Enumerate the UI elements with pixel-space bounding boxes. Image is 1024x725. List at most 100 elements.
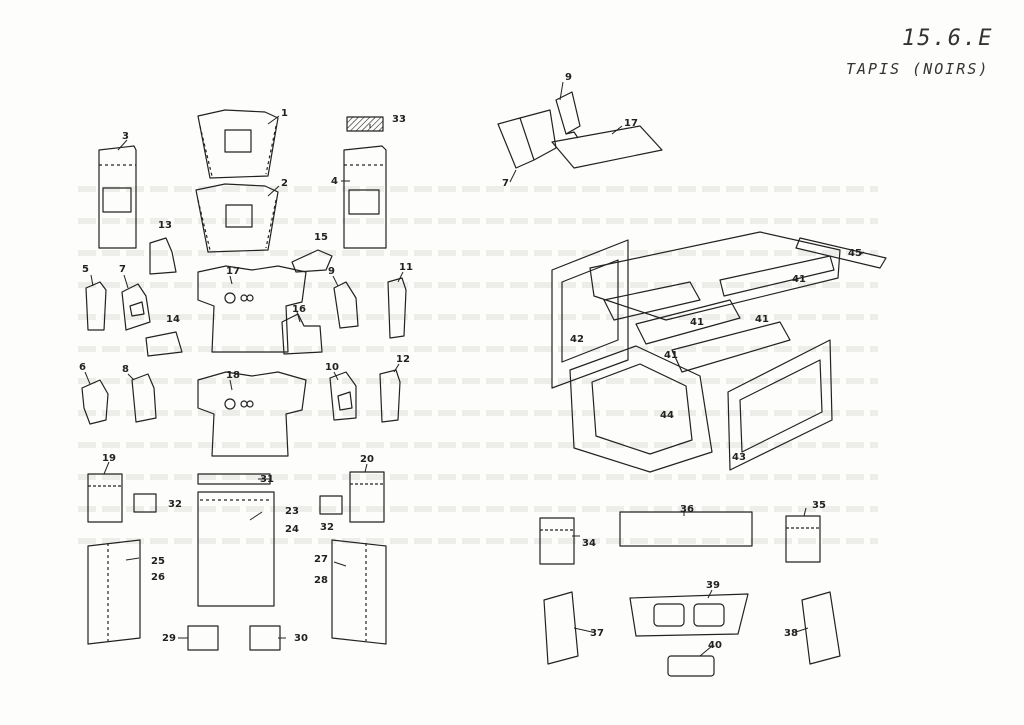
part-label-8: 8: [122, 364, 129, 375]
part-label-28: 28: [314, 575, 328, 586]
part-5-shape: [85, 281, 107, 331]
part-label-7-top: 7: [502, 178, 509, 189]
part-44-rear-frame-shape: [569, 345, 713, 473]
leader-lines: [84, 81, 865, 657]
part-label-37: 37: [590, 628, 604, 639]
part-30-shape: [249, 625, 281, 651]
part-label-9-top: 9: [565, 72, 572, 83]
part-2-shape: [195, 183, 279, 253]
part-4-shape: [343, 145, 387, 249]
part-20-shape: [349, 471, 385, 523]
part-1-shape: [197, 109, 279, 179]
part-7-shape: [121, 283, 151, 331]
part-label-2: 2: [281, 178, 288, 189]
part-6-shape: [81, 379, 109, 425]
part-label-10: 10: [325, 362, 339, 373]
bleed-through-row: [78, 442, 878, 448]
part-label-24: 24: [285, 524, 299, 535]
part-10-shape: [329, 371, 357, 421]
part-43-side-panel-shape: [727, 339, 833, 471]
part-34-shape: [539, 517, 575, 565]
part-32-right-shape: [319, 495, 343, 515]
part-label-19: 19: [102, 453, 116, 464]
part-36-shape: [619, 511, 753, 547]
part-label-38: 38: [784, 628, 798, 639]
bleed-through-row: [78, 474, 878, 480]
part-42-side-panel-shape: [551, 239, 629, 389]
part-label-35: 35: [812, 500, 826, 511]
part-label-32-right: 32: [320, 522, 334, 533]
part-label-3: 3: [122, 131, 129, 142]
part-17-floor-shape: [197, 265, 307, 353]
bleed-through-row: [78, 314, 878, 320]
part-45-shape: [795, 237, 887, 269]
part-label-25: 25: [151, 556, 165, 567]
part-40-shape: [667, 655, 715, 677]
part-label-27: 27: [314, 554, 328, 565]
part-3-shape: [98, 145, 137, 249]
part-label-12: 12: [396, 354, 410, 365]
part-label-15: 15: [314, 232, 328, 243]
part-label-33: 33: [392, 114, 406, 125]
part-label-42: 42: [570, 334, 584, 345]
part-label-41-d: 41: [664, 350, 678, 361]
part-15-shape: [291, 249, 333, 273]
part-25-26-shape: [87, 539, 141, 645]
bleed-through-row: [78, 538, 878, 544]
part-35-shape: [785, 515, 821, 563]
part-label-41-c: 41: [690, 317, 704, 328]
part-label-30: 30: [294, 633, 308, 644]
part-label-18: 18: [226, 370, 240, 381]
part-label-4: 4: [331, 176, 338, 187]
part-label-29: 29: [162, 633, 176, 644]
part-14-shape: [145, 331, 183, 357]
page-subtitle: TAPIS (NOIRS): [846, 60, 990, 78]
bleed-through-row: [78, 506, 878, 512]
part-label-9: 9: [328, 266, 335, 277]
part-label-31: 31: [260, 474, 274, 485]
part-label-1: 1: [281, 108, 288, 119]
part-label-23: 23: [285, 506, 299, 517]
part-label-11: 11: [399, 262, 413, 273]
part-label-32-left: 32: [168, 499, 182, 510]
part-label-7: 7: [119, 264, 126, 275]
part-9-shape: [333, 281, 359, 329]
bleed-through-row: [78, 410, 878, 416]
part-label-5: 5: [82, 264, 89, 275]
part-27-28-shape: [331, 539, 387, 645]
part-label-14: 14: [166, 314, 180, 325]
part-18-floor-shape: [197, 371, 307, 457]
part-32-left-shape: [133, 493, 157, 513]
part-23-24-shape: [197, 491, 275, 607]
part-label-17: 17: [226, 266, 240, 277]
part-label-43: 43: [732, 452, 746, 463]
part-label-41-a: 41: [792, 274, 806, 285]
part-label-44: 44: [660, 410, 674, 421]
part-label-39: 39: [706, 580, 720, 591]
bleed-through-row: [78, 346, 878, 352]
bleed-through-row: [78, 378, 878, 384]
part-29-shape: [187, 625, 219, 651]
part-19-shape: [87, 473, 123, 523]
part-11-shape: [387, 277, 407, 339]
part-label-36: 36: [680, 504, 694, 515]
part-label-17-right: 17: [624, 118, 638, 129]
part-label-6: 6: [79, 362, 86, 373]
part-label-20: 20: [360, 454, 374, 465]
part-8-shape: [131, 373, 157, 423]
bleed-through-row: [78, 250, 878, 256]
part-label-34: 34: [582, 538, 596, 549]
part-37-shape: [543, 591, 579, 665]
part-label-16: 16: [292, 304, 306, 315]
part-38-shape: [801, 591, 841, 665]
page-reference: 15.6.E: [902, 26, 994, 51]
bleed-through-row: [78, 218, 878, 224]
part-label-13: 13: [158, 220, 172, 231]
part-17-right-shape: [551, 125, 663, 169]
bleed-through-row: [78, 186, 878, 192]
part-13-shape: [149, 237, 177, 275]
bleed-through-row: [78, 282, 878, 288]
part-33-shape: [346, 116, 384, 132]
